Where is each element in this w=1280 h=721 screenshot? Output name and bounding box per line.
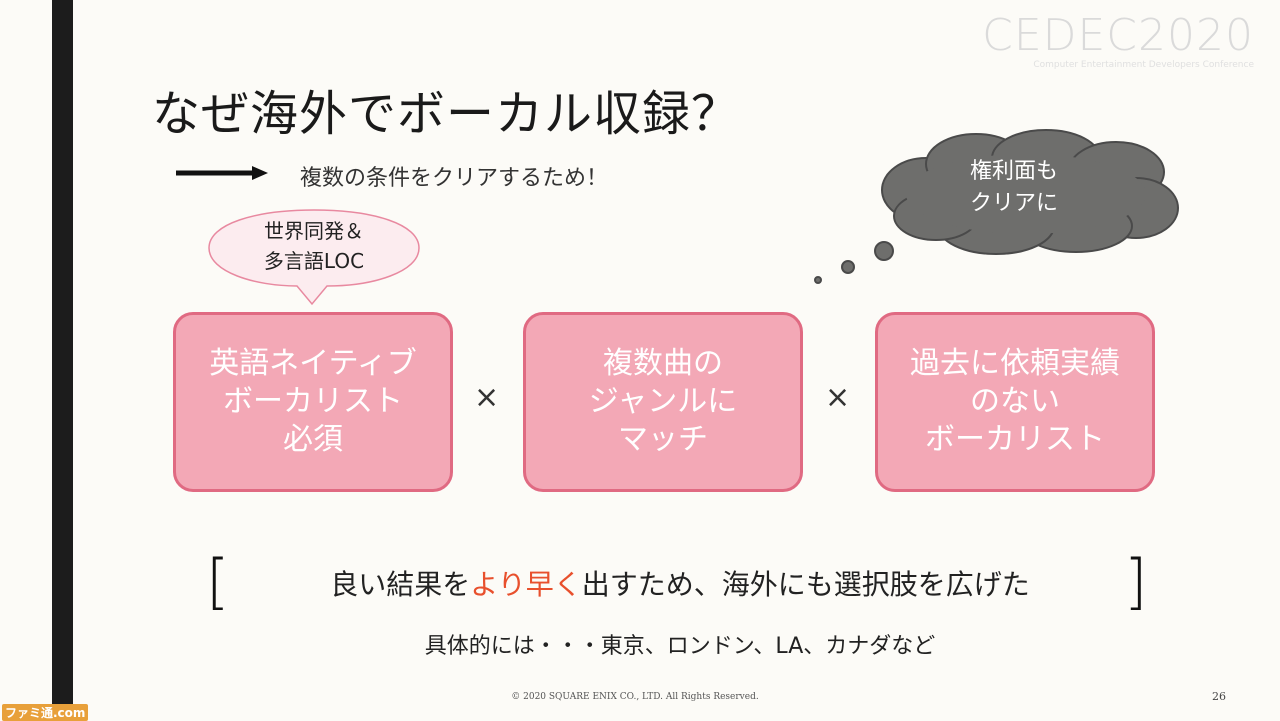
conclusion-text: 良い結果をより早く出すため、海外にも選択肢を広げた bbox=[250, 563, 1110, 603]
condition-box-new-vocalist: 過去に依頼実績 のない ボーカリスト bbox=[875, 312, 1155, 492]
cedec-logo: CEDEC2020 Computer Entertainment Develop… bbox=[982, 10, 1254, 71]
conclusion-before: 良い結果を bbox=[330, 568, 471, 601]
right-bracket: ] bbox=[1124, 547, 1148, 617]
multiply-sign: × bbox=[474, 380, 500, 415]
condition-text: 英語ネイティブ ボーカリスト 必須 bbox=[209, 346, 417, 457]
slide-title: なぜ海外でボーカル収録？ bbox=[152, 86, 741, 142]
page-number: 26 bbox=[1212, 690, 1226, 703]
condition-text: 過去に依頼実績 のない ボーカリスト bbox=[910, 346, 1120, 457]
logo-text: CEDEC2020 bbox=[982, 10, 1254, 61]
multiply-sign: × bbox=[825, 380, 851, 415]
thought-cloud bbox=[814, 129, 1179, 284]
logo-subtext: Computer Entertainment Developers Confer… bbox=[1033, 60, 1254, 70]
watermark: ファミ通.com bbox=[2, 704, 89, 721]
speech-bubble-text: 世界同発＆ 多言語LOC bbox=[263, 219, 365, 273]
left-accent-bar bbox=[52, 0, 73, 720]
conclusion-after: 出すため、海外にも選択肢を広げた bbox=[581, 568, 1030, 601]
speech-bubble bbox=[208, 209, 420, 306]
right-arrow-icon bbox=[176, 166, 268, 180]
condition-text: 複数曲の ジャンルに マッチ bbox=[588, 346, 738, 457]
left-bracket: [ bbox=[206, 547, 230, 617]
slide-subtitle: 複数の条件をクリアするため！ bbox=[300, 166, 609, 191]
detail-text: 具体的には・・・東京、ロンドン、LA、カナダなど bbox=[424, 634, 936, 659]
condition-box-genre-match: 複数曲の ジャンルに マッチ bbox=[523, 312, 803, 492]
copyright: © 2020 SQUARE ENIX CO., LTD. All Rights … bbox=[511, 692, 759, 702]
condition-box-native-vocalist: 英語ネイティブ ボーカリスト 必須 bbox=[173, 312, 453, 492]
conclusion-highlight: より早く bbox=[470, 568, 582, 601]
thought-cloud-text: 権利面も クリアに bbox=[969, 159, 1058, 216]
